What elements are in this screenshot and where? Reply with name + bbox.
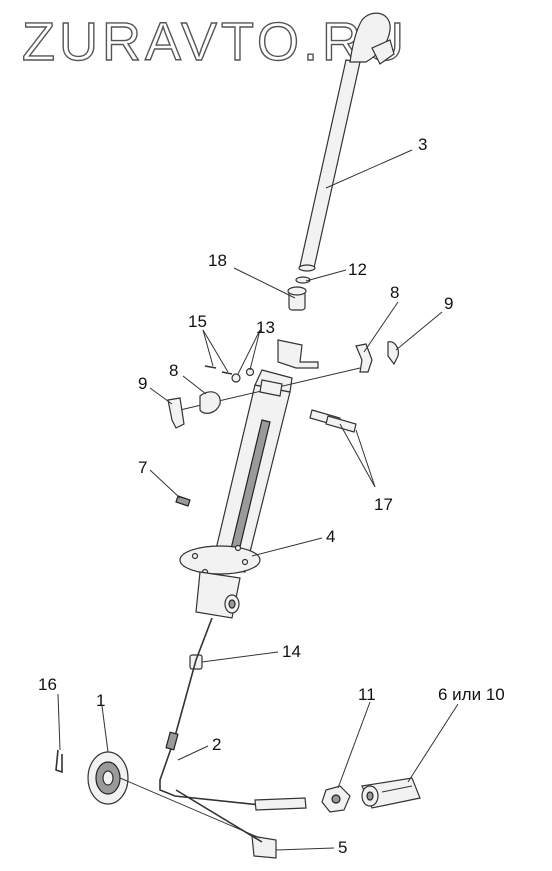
bushing-18 xyxy=(287,286,307,311)
callout-1: 1 xyxy=(96,691,105,710)
pin-7 xyxy=(175,495,191,507)
callout-4: 4 xyxy=(326,527,335,546)
callout-18: 18 xyxy=(208,251,227,270)
brand-title: ZURAVTO.RU xyxy=(22,12,408,72)
callout-7: 7 xyxy=(138,458,147,477)
washers-13 xyxy=(231,367,283,397)
clip-9-left xyxy=(167,397,185,429)
shift-cable xyxy=(159,617,307,811)
cable-boot-5 xyxy=(251,835,277,859)
callout-9-right: 9 xyxy=(444,294,453,313)
cotter-pin-16 xyxy=(55,749,63,774)
washer-8-left xyxy=(199,391,221,414)
leader-lines xyxy=(57,149,459,851)
callout-16: 16 xyxy=(38,675,57,694)
callout-6-or-10: 6 или 10 xyxy=(438,685,505,704)
roller-cable-line xyxy=(119,777,261,839)
callout-2: 2 xyxy=(212,735,221,754)
callout-12: 12 xyxy=(348,260,367,279)
callout-8-left: 8 xyxy=(169,361,178,380)
fork-end-6-10 xyxy=(361,777,421,809)
callout-15: 15 xyxy=(188,312,207,331)
shift-lever-rod xyxy=(298,12,395,272)
cable-branch xyxy=(175,789,263,843)
nut-11-hole xyxy=(331,794,341,804)
clip-9-right xyxy=(387,341,399,366)
callout-11: 11 xyxy=(358,685,376,704)
pins-17 xyxy=(309,409,357,433)
callout-5: 5 xyxy=(338,838,347,857)
callout-3: 3 xyxy=(418,135,427,154)
roller-1 xyxy=(87,751,129,805)
callout-17: 17 xyxy=(374,495,393,514)
callout-14: 14 xyxy=(282,642,301,661)
callouts: 3 18 12 8 9 15 13 9 8 7 17 4 14 16 1 11 … xyxy=(38,135,505,857)
callout-8-right: 8 xyxy=(390,283,399,302)
pins-15 xyxy=(204,365,233,375)
lever-housing xyxy=(179,369,293,619)
pivot-bracket xyxy=(277,339,319,369)
washer-8-right xyxy=(355,343,373,373)
callout-13: 13 xyxy=(256,318,275,337)
callout-9-left: 9 xyxy=(138,374,147,393)
